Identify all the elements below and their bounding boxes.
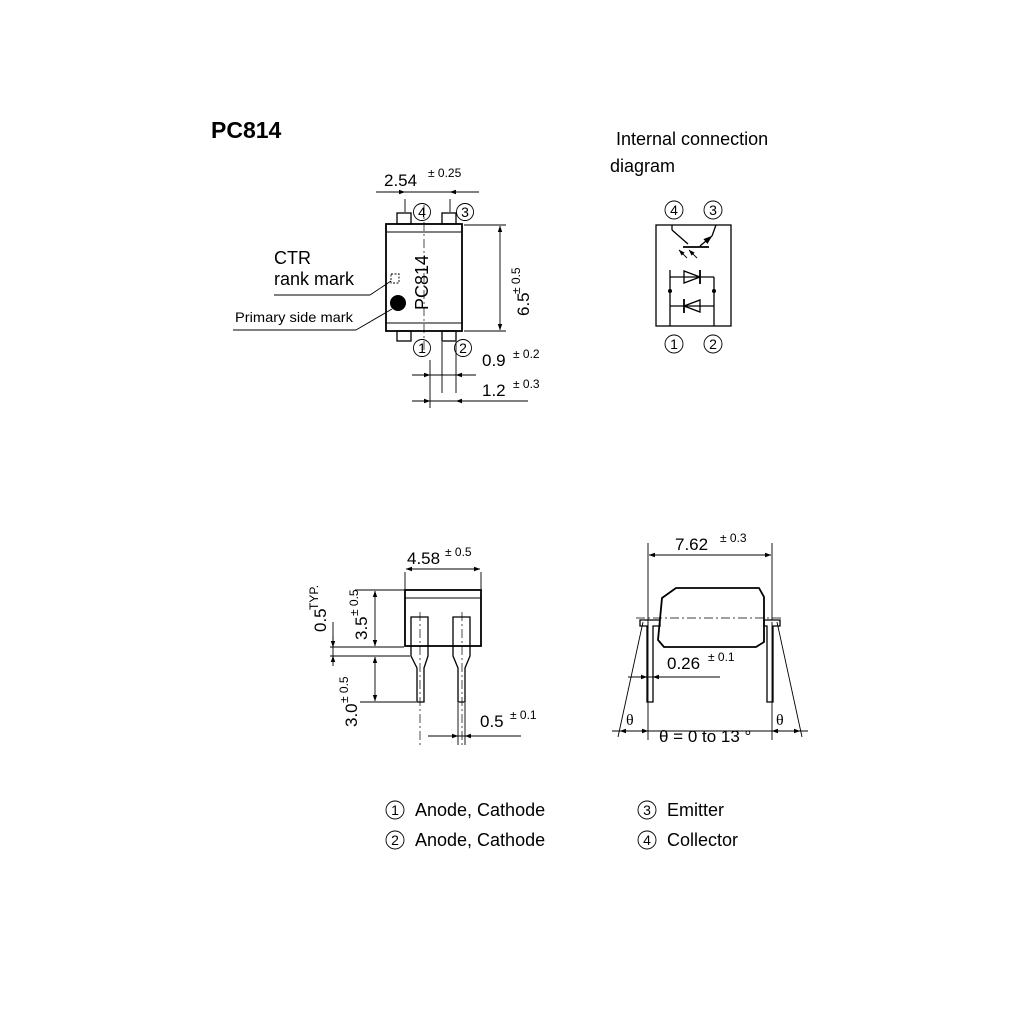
legend-item-3: 3 Emitter: [637, 800, 724, 820]
front-view: 4.58 ± 0.5 3.5 ± 0.5 0.5 TYP. 3.0 ± 0.5: [307, 545, 537, 745]
lead-left-side: [639, 619, 661, 703]
pitch-tolerance: ± 0.25: [428, 166, 462, 180]
svg-text:4: 4: [643, 832, 651, 848]
height-value: 3.5: [352, 616, 371, 640]
pin-2-label-internal: 2: [703, 334, 723, 354]
ctr-rank-mark-box: [390, 273, 400, 284]
legend-text-1: Anode, Cathode: [415, 800, 545, 820]
chip-marking: PC814: [412, 255, 432, 310]
package-body-side: [657, 587, 765, 648]
pin-legend: 1 Anode, Cathode 2 Anode, Cathode 3 Emit…: [385, 800, 738, 850]
length-tolerance: ± 0.5: [509, 267, 523, 294]
pitch-value: 2.54: [384, 171, 417, 190]
svg-text:1: 1: [418, 340, 426, 356]
pin-3-label-internal: 3: [703, 200, 723, 220]
svg-text:2: 2: [459, 340, 467, 356]
thickness-tolerance: ± 0.1: [708, 650, 735, 664]
legend-text-4: Collector: [667, 830, 738, 850]
height-tolerance: ± 0.5: [347, 589, 361, 616]
standoff-tolerance: TYP.: [307, 585, 321, 610]
svg-text:3: 3: [643, 802, 651, 818]
lead-length-value: 3.0: [342, 703, 361, 727]
pin-1-label-top: 1: [413, 339, 431, 357]
thickness-value: 0.26: [667, 654, 700, 673]
side-view: 7.62 ± 0.3 0.26 ± 0.1 θ θ θ = 0 to 13 °: [612, 531, 808, 746]
primary-side-mark: [390, 295, 406, 311]
svg-text:2: 2: [391, 832, 399, 848]
pin-4-label-internal: 4: [664, 200, 684, 220]
lead-left-front: [410, 616, 429, 703]
row-spacing-tolerance: ± 0.3: [720, 531, 747, 545]
internal-title-line1: Internal connection: [616, 129, 768, 149]
theta-right: θ: [776, 712, 784, 729]
internal-connection-diagram: Internal connection diagram 4 3 1 2: [610, 129, 768, 354]
pin-2-label-top: 2: [454, 339, 472, 357]
lead-width-value: 0.9: [482, 351, 506, 370]
top-view: 2.54 ± 0.25 4 3 1 2 PC814: [233, 166, 540, 408]
svg-text:1: 1: [391, 802, 399, 818]
lead-width2-value: 1.2: [482, 381, 506, 400]
lead-thickness-tolerance: ± 0.1: [510, 708, 537, 722]
part-title: PC814: [211, 117, 282, 143]
length-value: 6.5: [514, 292, 533, 316]
internal-title-line2: diagram: [610, 156, 675, 176]
pin-3-label-top: 3: [456, 203, 474, 221]
svg-text:2: 2: [709, 336, 717, 352]
legend-text-3: Emitter: [667, 800, 724, 820]
lead-right-front: [452, 616, 471, 703]
theta-left: θ: [626, 712, 634, 729]
svg-text:3: 3: [461, 204, 469, 220]
pin-1-label-internal: 1: [664, 334, 684, 354]
lead-length-tolerance: ± 0.5: [337, 676, 351, 703]
lead-width2-tolerance: ± 0.3: [513, 377, 540, 391]
row-spacing-value: 7.62: [675, 535, 708, 554]
lead-right-side: [763, 619, 781, 703]
theta-range: θ = 0 to 13 °: [659, 727, 751, 746]
pin-4-label-top: 4: [413, 203, 431, 221]
ctr-label-line1: CTR: [274, 248, 311, 268]
primary-side-label: Primary side mark: [235, 309, 354, 325]
svg-text:4: 4: [418, 204, 426, 220]
legend-item-1: 1 Anode, Cathode: [385, 800, 545, 820]
lead-width-tolerance: ± 0.2: [513, 347, 540, 361]
legend-item-2: 2 Anode, Cathode: [385, 830, 545, 850]
legend-text-2: Anode, Cathode: [415, 830, 545, 850]
svg-text:1: 1: [670, 336, 678, 352]
ctr-label-line2: rank mark: [274, 269, 355, 289]
standoff-value: 0.5: [311, 608, 330, 632]
svg-text:3: 3: [709, 202, 717, 218]
width-value: 4.58: [407, 549, 440, 568]
width-tolerance: ± 0.5: [445, 545, 472, 559]
package-body-front: [404, 589, 482, 647]
lead-thickness-value: 0.5: [480, 712, 504, 731]
svg-text:4: 4: [670, 202, 678, 218]
legend-item-4: 4 Collector: [637, 830, 738, 850]
